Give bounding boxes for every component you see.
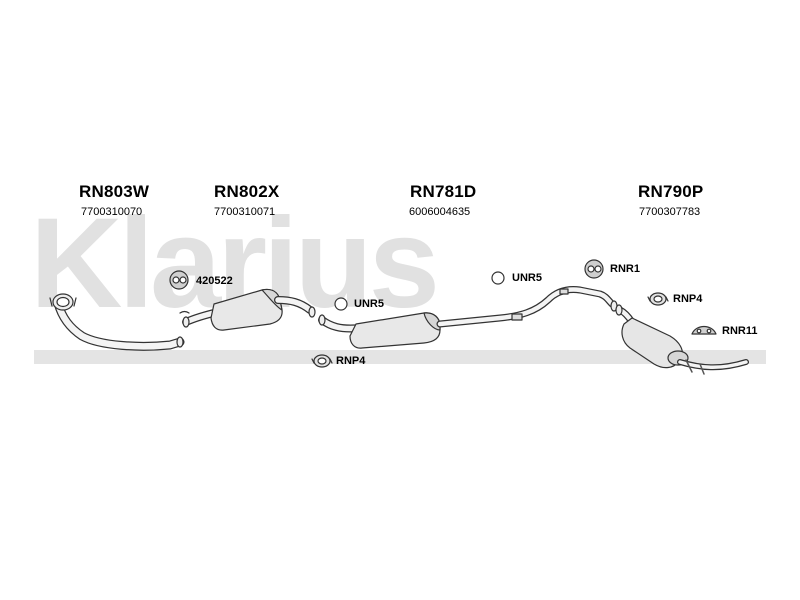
part-code-rear-silencer: RN790P (638, 182, 704, 201)
fitting-label-rnr11: RNR11 (722, 325, 758, 337)
watermark-underline-bar (34, 350, 766, 364)
part-code-centre-silencer: RN781D (410, 182, 477, 201)
part-number-rear-silencer: 7700307783 (639, 206, 701, 218)
part-number-front-silencer: 7700310071 (214, 206, 276, 218)
rubber-hanger-icon (169, 270, 189, 290)
rear-silencer-drawing (615, 304, 749, 375)
part-number-centre-silencer: 6006004635 (409, 206, 471, 218)
fitting-label-rnp4: RNP4 (336, 355, 366, 367)
rubber-hanger-icon (584, 259, 604, 279)
ring-gasket-icon (491, 271, 505, 285)
centre-silencer-drawing (318, 286, 618, 349)
part-number-front-pipe: 7700310070 (81, 206, 143, 218)
fitting-label-rnr1: RNR1 (610, 263, 640, 275)
mounting-rubber-icon (691, 325, 717, 335)
fitting-label-420522: 420522 (196, 275, 233, 287)
pipe-clamp-icon (311, 354, 333, 368)
fitting-label-unr5: UNR5 (354, 298, 384, 310)
front-pipe-drawing (49, 293, 185, 351)
pipe-clamp-icon (647, 292, 669, 306)
part-code-front-pipe: RN803W (79, 182, 150, 201)
front-silencer-drawing (179, 288, 316, 331)
part-code-front-silencer: RN802X (214, 182, 280, 201)
fitting-label-rnp4: RNP4 (673, 293, 703, 305)
fitting-label-unr5: UNR5 (512, 272, 542, 284)
ring-gasket-icon (334, 297, 348, 311)
